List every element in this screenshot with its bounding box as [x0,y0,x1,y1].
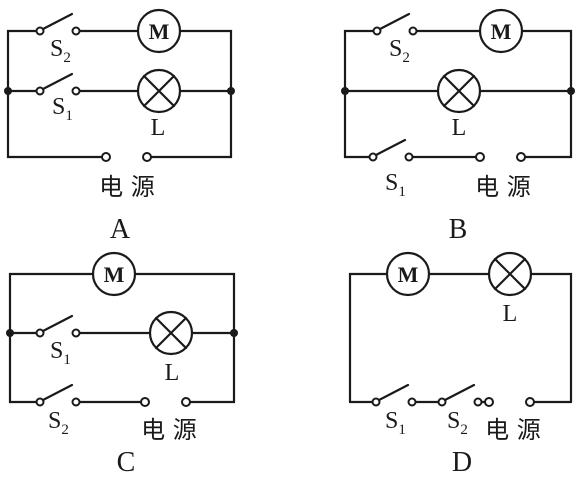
lamp-d [487,251,533,297]
lamp-c [148,310,194,356]
power-label-b: 电 源 [475,173,531,201]
switch-s2-label-a: S2 [50,36,71,66]
motor-b: M [478,8,524,54]
lamp-label-a: L [151,115,166,141]
power-label-a: 电 源 [99,173,155,201]
option-d-label: D [452,447,472,477]
svg-text:M: M [104,262,125,287]
circuit-a: M S2 S1 L 电 源 A [4,8,235,245]
lamp-label-b: L [452,115,467,141]
circuit-b: M S2 L S1 电 源 B [341,8,575,245]
switch-s2-label-b: S2 [389,36,410,66]
circuit-c: M S1 L S2 电 源 C [6,251,238,477]
lamp-a [136,68,182,114]
motor-c: M [91,251,137,297]
switch-s1-label-c: S1 [50,338,71,368]
power-label-c: 电 源 [141,416,197,444]
motor-a: M [136,8,182,54]
svg-text:M: M [149,19,170,44]
svg-text:M: M [398,262,419,287]
option-c-label: C [117,447,136,477]
switch-s2-label-c: S2 [48,408,69,438]
switch-s2-label-d: S2 [447,408,468,438]
switch-s1-label-b: S1 [385,170,406,200]
lamp-label-c: L [165,360,180,386]
lamp-label-d: L [503,301,518,327]
power-label-d: 电 源 [485,416,541,444]
motor-d: M [385,251,431,297]
switch-s1-label-d: S1 [385,408,406,438]
svg-text:M: M [491,19,512,44]
option-a-label: A [110,214,131,245]
circuit-d: M L S1 S2 电 源 D [348,251,573,477]
lamp-b [436,68,482,114]
switch-s1-label-a: S1 [52,94,73,124]
option-b-label: B [449,214,468,245]
